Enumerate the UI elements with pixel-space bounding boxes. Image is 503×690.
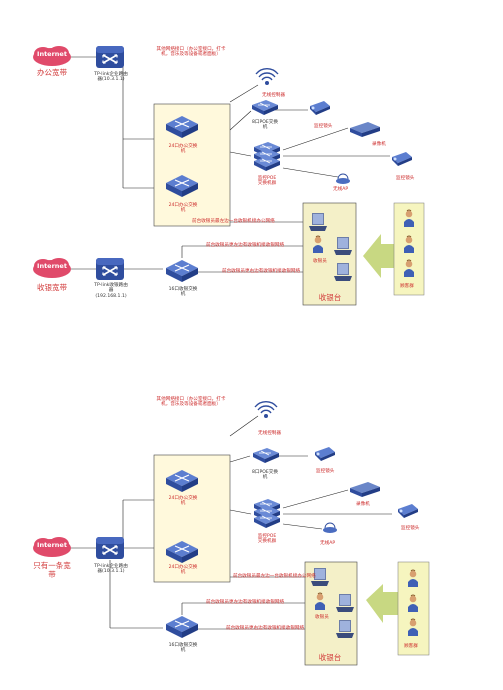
bottom-link-office-label: 前台收银员最左边一台收银机接办公网络	[233, 574, 316, 579]
top-office-router-icon	[95, 45, 125, 69]
bottom-wireless-ap-label: 无线AP	[320, 541, 336, 546]
top-office-switch-2-label: 24口办公交换机	[168, 203, 198, 214]
bottom-link-cashier-mid-label: 前台收银员更左边有收银机接收银网络	[206, 600, 285, 605]
top-customer-arrow	[363, 234, 394, 278]
top-link-cashier-right-label: 前台收银员更右边有收银机接收银网络	[222, 269, 301, 274]
top-cashier-switch-icon	[165, 259, 199, 283]
top-cashier-router-label: TP-link收银路由器(192.168.1.1)	[94, 283, 128, 299]
top-cashier-router-icon	[95, 257, 125, 281]
bottom-camera-b-icon	[398, 504, 418, 518]
bottom-camera-a-icon	[315, 447, 335, 461]
top-camera-b-label: 监控镜头	[396, 176, 415, 181]
top-camera-b-icon	[392, 152, 412, 166]
bottom-wireless-ap-icon	[322, 522, 338, 534]
top-camera-a-icon	[310, 101, 330, 115]
bottom-customers-label: 顾客群	[404, 644, 418, 649]
top-poe-switch-8-icon	[251, 99, 279, 116]
top-cashier-switch-label: 16口收银交换机	[168, 287, 198, 298]
top-cashier-label: 收银员	[313, 259, 327, 264]
bottom-wireless-controller-icon	[254, 400, 278, 419]
bottom-nvr-icon	[350, 482, 380, 497]
bottom-internet-label: Internet	[37, 541, 67, 549]
top-link-office-label: 前台收银员最左边一台收银机接办公网络	[192, 219, 275, 224]
top-office-internet-label: Internet	[37, 50, 67, 58]
top-wireless-controller-label: 无线控制器	[262, 93, 285, 98]
bottom-single-broadband-label: 只有一条宽带	[33, 561, 71, 579]
bottom-cashier-switch-icon	[165, 615, 199, 639]
bottom-office-switch-2-label: 24口办公交换机	[168, 565, 198, 576]
top-link-cashier-mid-label: 前台收银员更左边有收银机接收银网络	[206, 243, 285, 248]
top-wireless-controller-icon	[255, 67, 279, 86]
top-office-switch-1-label: 24口办公交换机	[168, 144, 198, 155]
top-poe-switch-stack-icon	[253, 141, 281, 172]
bottom-other-devices-note: 其他网络接口（办公室接口，打卡机，音乐及等设备或者面板）	[156, 397, 226, 408]
bottom-poe-switch-stack-label: 监控POE交换机群	[257, 534, 277, 545]
top-cashier-internet-label: Internet	[37, 262, 67, 270]
top-nvr-icon	[350, 122, 380, 137]
top-wireless-ap-icon	[335, 173, 351, 185]
top-office-router-label: TP-link企业路由器(10.3.1.1)	[94, 72, 128, 83]
bottom-cashier-label: 收银员	[315, 615, 329, 620]
top-wireless-ap-label: 无线AP	[333, 187, 349, 192]
top-customers-label: 顾客群	[400, 284, 414, 289]
bottom-office-equipment-box	[153, 454, 231, 583]
top-nvr-label: 录像机	[372, 142, 386, 147]
bottom-internet-cloud	[33, 537, 71, 557]
top-office-broadband-label: 办公宽带	[37, 68, 67, 77]
bottom-router-label: TP-link企业路由器(10.3.1.1)	[94, 564, 128, 575]
bottom-poe-switch-stack-icon	[253, 498, 281, 529]
bottom-cashier-counter	[304, 561, 358, 666]
top-poe-switch-stack-label: 监控POE交换机群	[257, 176, 277, 187]
top-other-devices-note: 其他网络接口（办公室接口，打卡机，音乐及等设备或者面板）	[156, 47, 226, 58]
bottom-poe-switch-8-label: 8口POE交换机	[252, 470, 278, 481]
top-poe-switch-8-label: 8口POE交换机	[252, 120, 278, 131]
bottom-office-switch-1-label: 24口办公交换机	[168, 496, 198, 507]
bottom-poe-switch-8-icon	[252, 447, 280, 464]
bottom-wireless-controller-label: 无线控制器	[258, 431, 281, 436]
top-cashier-broadband-label: 收银宽带	[37, 283, 67, 292]
bottom-cashier-counter-label: 收银台	[318, 653, 342, 662]
bottom-camera-b-label: 监控镜头	[401, 526, 420, 531]
bottom-customer-arrow	[366, 584, 398, 623]
top-cashier-counter-label: 收银台	[318, 293, 342, 302]
top-camera-a-label: 监控镜头	[314, 124, 333, 129]
top-cashier-internet-cloud	[33, 258, 71, 278]
top-office-internet-cloud	[33, 46, 71, 66]
bottom-router-icon	[95, 536, 125, 560]
bottom-link-cashier-right-label: 前台收银员更右边有收银机接收银网络	[226, 626, 305, 631]
bottom-camera-a-label: 监控镜头	[316, 469, 335, 474]
bottom-nvr-label: 录像机	[356, 502, 370, 507]
bottom-cashier-switch-label: 16口收银交换机	[168, 643, 198, 654]
